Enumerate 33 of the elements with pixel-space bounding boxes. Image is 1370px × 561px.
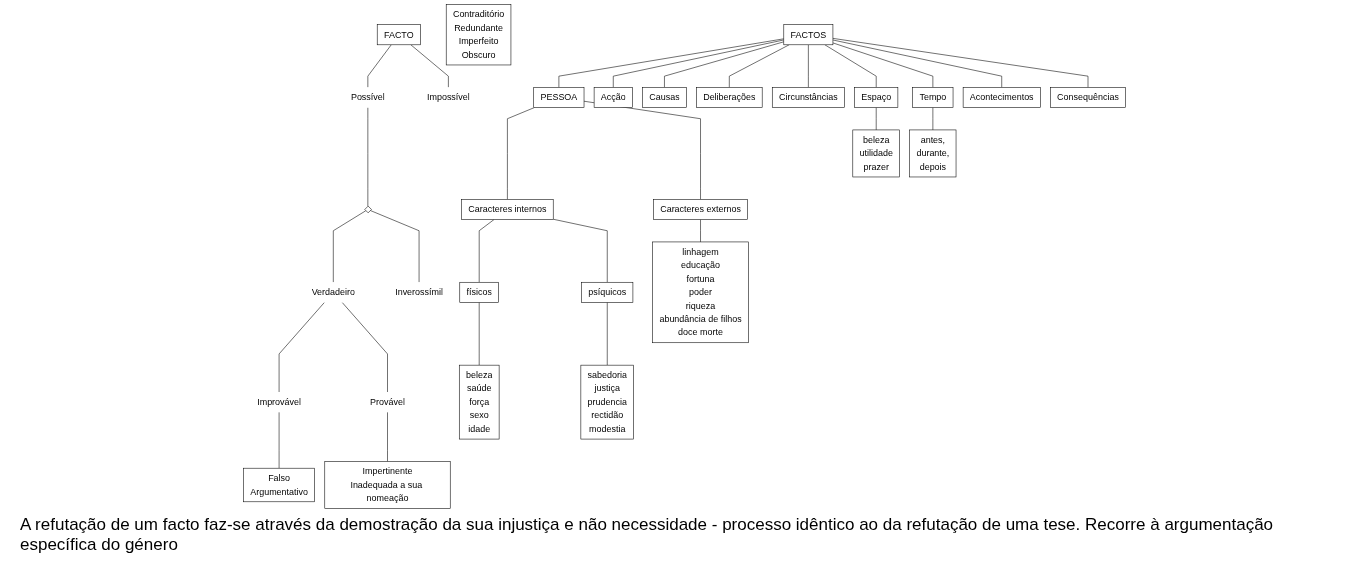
connector [833,42,934,88]
node-box: beleza saúde força sexo idade [459,364,500,440]
node-box: beleza utilidade prazer [853,129,901,178]
node-box: Contraditório Redundante Imperfeito Obscuro [446,4,512,66]
node-box: psíquicos [581,282,634,303]
node-box: antes, durante, depois [909,129,957,178]
node-text: Impossível [427,92,471,102]
connector [700,219,702,243]
node-box: Espaço [854,87,899,108]
node-text: Improvável [257,397,302,407]
node-box: físicos [459,282,500,303]
node-text: Inverossímil [395,287,444,297]
node-box: PESSOA [533,87,585,108]
node-box: Falso Argumentativo [243,467,316,503]
node-box: Caracteres externos [653,199,749,220]
node-box: Acção [594,87,634,108]
node-box: sabedoria justiça prudencia rectidão modestia [581,364,635,440]
node-box: Acontecimentos [963,87,1042,108]
node-diamond [364,205,373,214]
node-box: linhagem educação fortuna poder riqueza abundância de filhos doce morte [652,241,750,344]
node-text: Possível [351,92,386,102]
node-box: Deliberações [696,87,763,108]
node-text: Provável [370,397,406,407]
node-box: FACTOS [783,24,834,46]
node-box: Causas [642,87,688,108]
node-box: FACTO [377,24,422,46]
node-box: Tempo [912,87,954,108]
node-box: Consequências [1050,87,1127,108]
node-box: Impertinente Inadequada a sua nomeação [324,461,451,509]
node-box: Caracteres internos [461,199,554,220]
node-box: Circunstâncias [772,87,846,108]
node-text: Verdadeiro [312,287,356,297]
note-text: A refutação de um facto faz-se através da demostração da sua injustiça e não necessidade - processo idêntico ao da refutação de uma tese. Recorre à argumentação específica do género [20,515,1275,555]
